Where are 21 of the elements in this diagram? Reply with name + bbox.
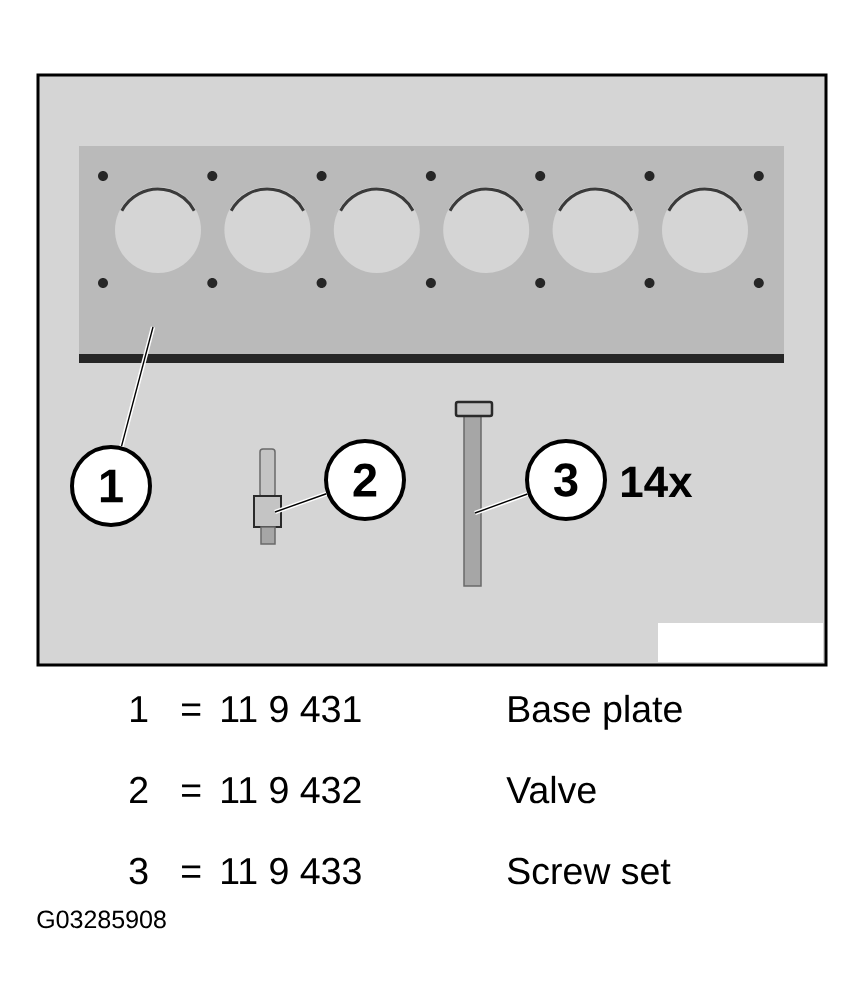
leader-line [274,491,328,515]
leader-line [474,491,529,516]
figure-code: G03285908 [37,910,166,929]
screw-part [454,400,494,587]
equals-sign: = [182,865,201,878]
item-number: 1 [131,696,148,722]
callout-number: 1 [70,445,152,527]
callout-number: 3 [525,439,607,521]
callout-number: 2 [324,439,406,521]
part-name: Valve [506,775,596,804]
item-number: 3 [129,857,148,885]
part-name: Base plate [509,694,682,730]
valve-part [253,448,282,545]
part-number: 11 9 433 [222,857,361,885]
part-number: 11 9 431 [222,695,361,723]
item-number: 2 [130,776,148,803]
equals-sign: = [182,784,201,797]
quantity-label: 14x [622,466,693,497]
part-name: Screw set [507,857,671,885]
part-number: 11 9 432 [222,776,361,804]
equals-sign: = [182,703,201,716]
